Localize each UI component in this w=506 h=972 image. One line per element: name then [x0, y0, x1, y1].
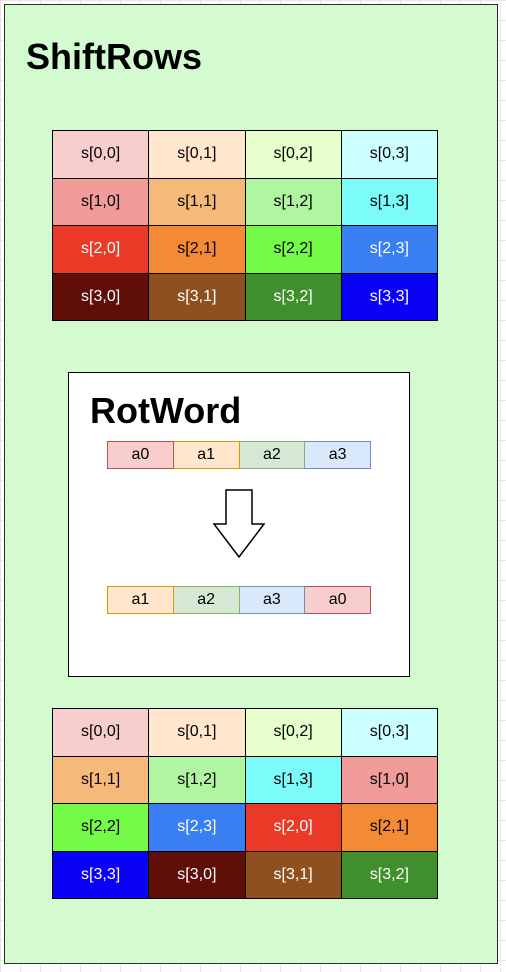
state-cell: s[0,0]: [53, 709, 150, 757]
state-cell: s[0,0]: [53, 131, 150, 179]
state-cell: s[0,2]: [245, 131, 342, 179]
state-cell: s[3,2]: [245, 273, 342, 321]
state-cell: s[2,0]: [53, 226, 150, 274]
state-cell: s[0,3]: [341, 131, 438, 179]
word-byte: a3: [239, 586, 306, 614]
shiftrows-title: ShiftRows: [26, 36, 202, 77]
state-cell: s[1,3]: [245, 756, 342, 804]
state-cell: s[0,1]: [149, 709, 246, 757]
state-grid-before: s[0,0]s[0,1]s[0,2]s[0,3]s[1,0]s[1,1]s[1,…: [52, 130, 438, 321]
word-byte: a0: [107, 441, 174, 469]
state-cell: s[3,0]: [53, 273, 150, 321]
state-cell: s[3,1]: [149, 273, 246, 321]
state-cell: s[2,3]: [149, 804, 246, 852]
word-byte: a1: [107, 586, 174, 614]
down-arrow-icon: [212, 489, 266, 559]
word-byte: a2: [239, 441, 306, 469]
state-cell: s[2,0]: [245, 804, 342, 852]
state-cell: s[0,3]: [341, 709, 438, 757]
state-cell: s[2,1]: [341, 804, 438, 852]
state-cell: s[0,2]: [245, 709, 342, 757]
state-cell: s[3,1]: [245, 851, 342, 899]
state-cell: s[1,2]: [245, 178, 342, 226]
state-cell: s[3,0]: [149, 851, 246, 899]
state-cell: s[0,1]: [149, 131, 246, 179]
state-cell: s[1,0]: [53, 178, 150, 226]
state-cell: s[3,2]: [341, 851, 438, 899]
state-grid-after: s[0,0]s[0,1]s[0,2]s[0,3]s[1,1]s[1,2]s[1,…: [52, 708, 438, 899]
state-cell: s[2,2]: [245, 226, 342, 274]
state-cell: s[2,1]: [149, 226, 246, 274]
state-cell: s[3,3]: [341, 273, 438, 321]
word-byte: a2: [173, 586, 240, 614]
state-cell: s[1,1]: [53, 756, 150, 804]
word-byte: a3: [305, 441, 371, 469]
rotword-title: RotWord: [90, 390, 242, 431]
word-byte: a1: [173, 441, 240, 469]
state-cell: s[2,3]: [341, 226, 438, 274]
state-cell: s[1,2]: [149, 756, 246, 804]
state-cell: s[1,3]: [341, 178, 438, 226]
state-cell: s[2,2]: [53, 804, 150, 852]
state-cell: s[1,0]: [341, 756, 438, 804]
word-byte: a0: [305, 586, 371, 614]
state-cell: s[3,3]: [53, 851, 150, 899]
state-cell: s[1,1]: [149, 178, 246, 226]
